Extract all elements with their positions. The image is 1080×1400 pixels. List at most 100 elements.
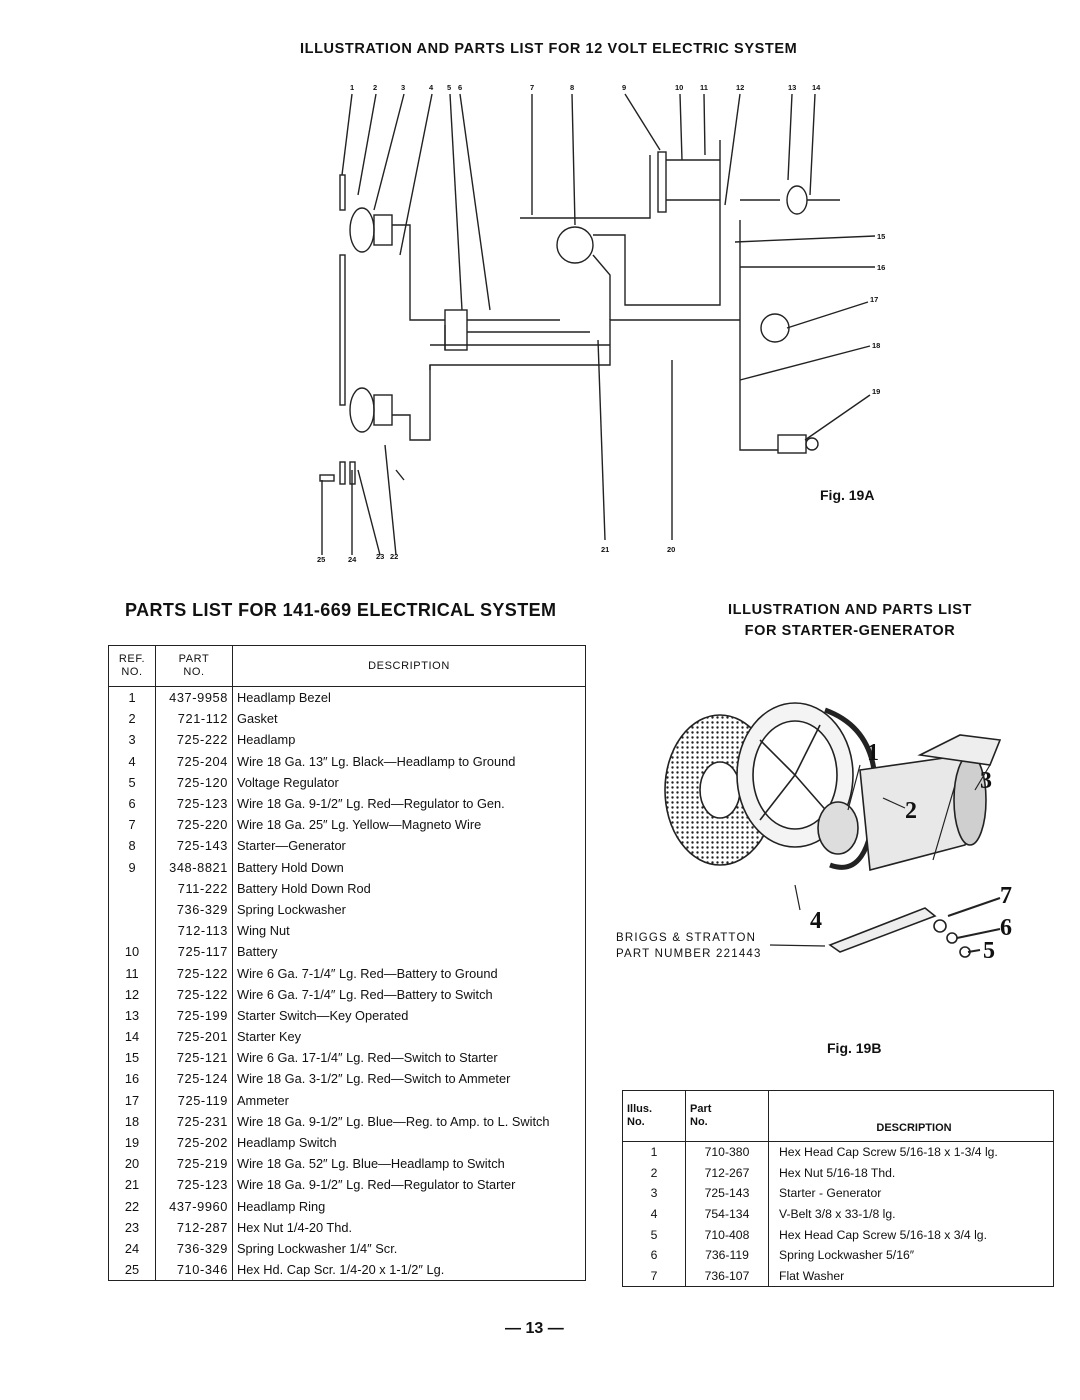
ref-no-cell: 18	[109, 1110, 156, 1132]
description-cell: Battery Hold Down	[237, 859, 344, 875]
ref-no-header: REF. NO.	[109, 646, 156, 687]
callout-3: 3	[401, 83, 405, 92]
sg-callout-3: 3	[980, 768, 992, 794]
ref-no-cell: 1	[109, 686, 156, 709]
ref-no-cell: 14	[109, 1026, 156, 1048]
part-no-cell: 725-119	[155, 1089, 233, 1111]
sg-title-line-2: FOR STARTER-GENERATOR	[744, 623, 956, 639]
description-cell: Wire 18 Ga. 52″ Lg. Blue—Headlamp to Swi…	[237, 1156, 505, 1172]
fig-19a-label: Fig. 19A	[820, 487, 875, 503]
description-cell: Spring Lockwasher 1/4″ Scr.	[237, 1240, 398, 1256]
ref-no-cell: 10	[109, 941, 156, 963]
callout-11: 11	[700, 83, 708, 92]
parts-list-title: PARTS LIST FOR 141-669 ELECTRICAL SYSTEM	[125, 600, 557, 620]
illus-no-cell: 5	[623, 1224, 686, 1245]
part-no-cell: 725-122	[155, 962, 233, 984]
sg-part-no-cell: 736-119	[685, 1244, 769, 1266]
sg-callout-7: 7	[1000, 883, 1012, 909]
ref-no-cell	[109, 920, 156, 942]
part-no-cell: 710-346	[155, 1259, 233, 1281]
part-no-cell: 437-9958	[155, 686, 233, 709]
part-no-cell: 712-287	[155, 1216, 233, 1238]
part-no-header: PART NO.	[155, 646, 233, 687]
sg-callout-6: 6	[1000, 915, 1012, 941]
description-cell: Wire 18 Ga. 9-1/2″ Lg. Red—Regulator to …	[237, 1177, 516, 1193]
callout-8: 8	[570, 83, 574, 92]
ref-no-cell: 8	[109, 835, 156, 857]
wiring-diagram: 1 2 3 4 5 6 7 8 9 10 11 12 13 14 15 16 1…	[317, 83, 885, 564]
callout-25: 25	[317, 555, 325, 564]
description-cell: Headlamp Ring	[237, 1198, 326, 1214]
sg-description-cell: Hex Head Cap Screw 5/16-18 x 1-3/4 lg.	[779, 1145, 998, 1160]
sg-callout-4: 4	[810, 908, 822, 934]
part-no-cell: 721-112	[155, 708, 233, 730]
sg-callout-5: 5	[983, 938, 995, 964]
description-cell: Wire 18 Ga. 9-1/2″ Lg. Red—Regulator to …	[237, 796, 505, 812]
ref-no-cell: 16	[109, 1068, 156, 1090]
ref-no-cell: 15	[109, 1047, 156, 1069]
callout-24: 24	[348, 555, 357, 564]
part-no-cell: 725-201	[155, 1026, 233, 1048]
description-cell: Starter Key	[237, 1029, 302, 1045]
description-cell: Hex Hd. Cap Scr. 1/4-20 x 1-1/2″ Lg.	[237, 1262, 445, 1278]
description-cell: Battery Hold Down Rod	[237, 880, 371, 896]
sg-description-cell: V-Belt 3/8 x 33-1/8 lg.	[779, 1207, 896, 1222]
page-title: ILLUSTRATION AND PARTS LIST FOR 12 VOLT …	[300, 41, 798, 57]
part-no-cell: 725-222	[155, 729, 233, 751]
callout-16: 16	[877, 263, 885, 272]
callout-12: 12	[736, 83, 744, 92]
ref-no-cell	[109, 898, 156, 921]
sg-part-no-cell: 754-134	[685, 1203, 769, 1225]
part-no-cell: 725-199	[155, 1004, 233, 1026]
illus-no-cell: 6	[623, 1244, 686, 1266]
sg-description-header: DESCRIPTION	[876, 1122, 952, 1134]
illus-no-cell: 2	[623, 1162, 686, 1184]
ref-no-cell: 7	[109, 814, 156, 836]
starter-generator-illustration: 1 2 3 4 5 6 7	[664, 702, 1012, 964]
briggs-stratton-note: BRIGGS & STRATTON PART NUMBER 221443	[616, 930, 762, 962]
sg-description-cell: Hex Nut 5/16-18 Thd.	[779, 1165, 896, 1180]
part-no-cell: 725-122	[155, 983, 233, 1005]
illus-no-cell: 1	[623, 1141, 686, 1163]
illus-no-cell: 3	[623, 1183, 686, 1204]
sg-part-no-header: Part No.	[685, 1091, 769, 1142]
callout-1: 1	[350, 83, 354, 92]
callout-22: 22	[390, 552, 398, 561]
part-no-cell: 725-143	[155, 835, 233, 857]
description-cell: Gasket	[237, 711, 278, 727]
callout-9: 9	[622, 83, 626, 92]
callout-15: 15	[877, 232, 885, 241]
part-no-cell: 725-121	[155, 1047, 233, 1069]
part-no-cell: 725-123	[155, 792, 233, 815]
briggs-line-1: BRIGGS & STRATTON	[616, 932, 757, 944]
description-cell: Battery	[237, 944, 278, 960]
callout-13: 13	[788, 83, 796, 92]
description-cell: Starter—Generator	[237, 838, 346, 854]
callout-7: 7	[530, 83, 534, 92]
ref-no-cell: 17	[109, 1089, 156, 1111]
ref-no-cell	[109, 877, 156, 899]
description-cell: Wing Nut	[237, 923, 290, 939]
part-no-cell: 437-9960	[155, 1195, 233, 1217]
callout-4: 4	[429, 83, 434, 92]
part-no-cell: 736-329	[155, 1237, 233, 1260]
part-no-cell: 725-231	[155, 1110, 233, 1132]
ref-no-cell: 9	[109, 856, 156, 878]
